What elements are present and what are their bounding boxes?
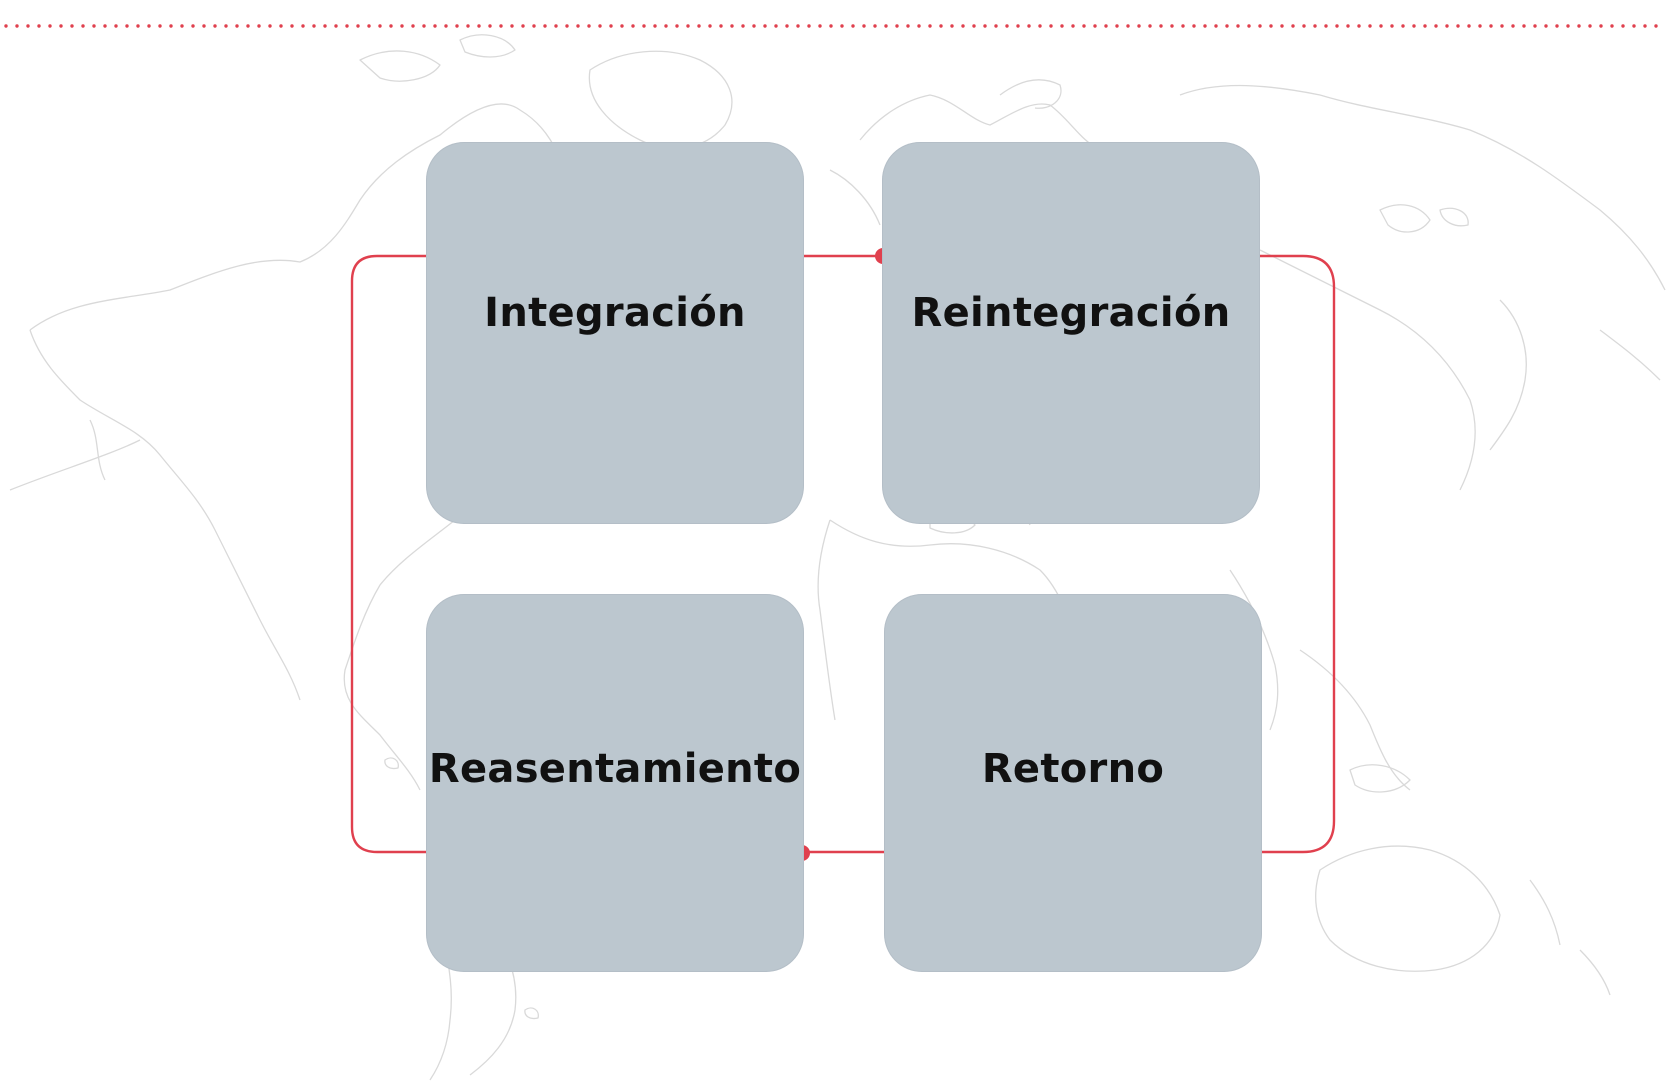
node-reintegracion: Reintegración: [882, 142, 1260, 524]
node-reasentamiento: Reasentamiento: [426, 594, 804, 972]
node-integracion-label: Integración: [484, 290, 746, 336]
node-retorno-label: Retorno: [981, 746, 1165, 792]
node-reasentamiento-label: Reasentamiento: [428, 746, 802, 792]
node-reintegracion-label: Reintegración: [911, 290, 1231, 336]
node-integracion: Integración: [426, 142, 804, 524]
world-map-outline: [9, 34, 1666, 1081]
connector-dots: [794, 248, 891, 861]
connector-left-loop: [350, 254, 426, 854]
cycle-connectors: [350, 254, 1336, 854]
connector-right-loop: [1260, 254, 1336, 854]
node-retorno: Retorno: [884, 594, 1262, 972]
